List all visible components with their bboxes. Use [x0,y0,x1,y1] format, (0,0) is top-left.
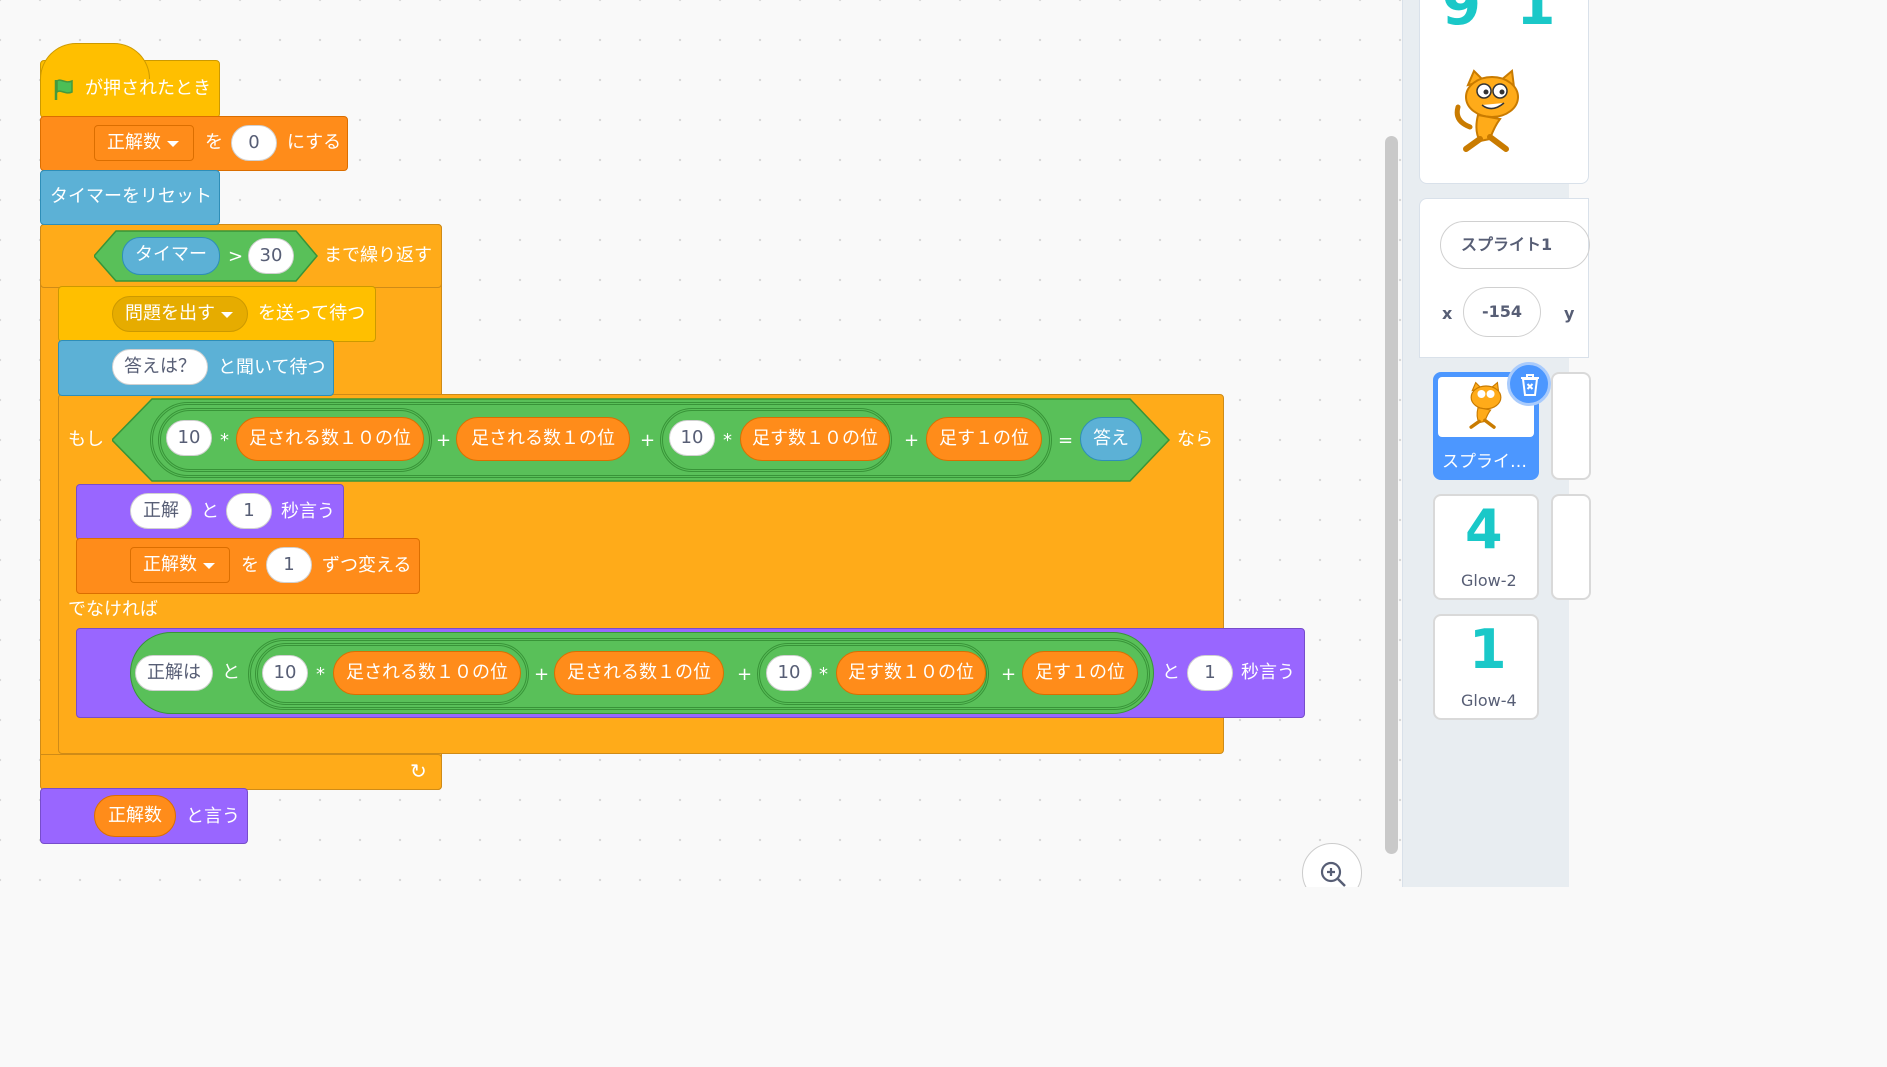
trash-icon [1521,374,1539,396]
x-label: x [1442,304,1453,323]
reset-timer-block[interactable] [40,170,220,225]
multiply-operator: * [220,430,229,451]
reset-timer-label: タイマーをリセット [50,186,212,207]
say-correct-text-input[interactable]: 正解 [130,493,192,529]
else-label: でなければ [68,599,158,620]
say-and-label: と [201,501,219,522]
repeat-loop-arrow-icon: ↻ [410,759,427,783]
addend-tens-reporter[interactable]: 足される数１０の位 [236,417,424,461]
change-variable-dropdown[interactable]: 正解数 [130,547,230,583]
addend-ones-reporter[interactable]: 足される数１の位 [456,417,630,461]
sprite-tile-label: スプライ… [1442,452,1527,472]
sprite-tile-glow-2[interactable]: 4 Glow-2 [1433,494,1539,600]
greater-than-operator: > [228,246,244,267]
augend-tens-reporter[interactable]: 足す数１０の位 [740,417,890,461]
hat-dome [40,43,150,79]
say-correct-block[interactable] [76,484,344,540]
ask-question-input[interactable]: 答えは？ [112,349,208,385]
variable-dropdown[interactable]: 正解数 [94,125,194,161]
glow-4-glyph: 1 [1469,618,1507,681]
if-label: もし [68,429,104,450]
multiply-operator: * [316,664,325,685]
multiply-operator: * [819,664,828,685]
say-suffix-label: 秒言う [281,501,335,522]
sprite-name-field[interactable]: スプライト1 [1440,221,1590,269]
augend-ones-reporter-2[interactable]: 足す１の位 [1022,651,1138,695]
augend-tens-reporter-2[interactable]: 足す数１０の位 [836,651,986,695]
change-by-label: を [241,555,259,576]
join-and-label: と [222,662,240,683]
ask-suffix-label: と聞いて待つ [218,357,326,378]
broadcast-suffix-label: を送って待つ [258,303,366,324]
repeat-until-footer[interactable] [40,754,442,790]
plus-operator: + [436,430,452,451]
delete-sprite-button[interactable] [1507,362,1551,406]
stage-preview[interactable]: 9 1 [1419,0,1589,184]
addend-ones-reporter-2[interactable]: 足される数１の位 [554,651,724,695]
multiplier-input-d[interactable]: 10 [766,655,812,691]
say-wrong-seconds-input[interactable]: 1 [1187,655,1233,691]
plus-operator: + [534,664,550,685]
zoom-in-icon [1320,861,1346,887]
cat-sprite-icon [1454,69,1519,152]
sprite-tile-selected[interactable]: スプライ… [1433,372,1539,480]
multiplier-input-b[interactable]: 10 [669,420,715,456]
glow-2-glyph: 4 [1465,498,1503,561]
sprite-panel: 9 1 スプライト1 x -154 y スプライ… [1402,0,1591,887]
sprite-tile-partial-2[interactable] [1551,494,1591,600]
change-suffix-label: ずつ変える [322,555,412,576]
multiply-operator: * [723,430,732,451]
workspace-scrollbar[interactable] [1385,136,1398,854]
say-final-variable-reporter[interactable]: 正解数 [94,795,176,837]
repeat-limit-input[interactable]: 30 [248,238,294,274]
set-to-label: を [205,132,223,153]
timer-reporter[interactable]: タイマー [122,237,220,275]
x-field[interactable]: -154 [1463,287,1541,337]
equals-operator: = [1058,430,1074,451]
glow-2-label: Glow-2 [1461,571,1517,590]
glow-4-label: Glow-4 [1461,691,1517,710]
broadcast-message-dropdown[interactable]: 問題を出す [112,296,248,332]
say-seconds-input[interactable]: 1 [226,493,272,529]
cat-sprite-thumbnail-icon [1469,381,1502,429]
addend-tens-reporter-2[interactable]: 足される数１０の位 [333,651,521,695]
sprite-tile-next-partial[interactable] [1551,372,1591,480]
set-suffix-label: にする [287,132,342,153]
say-final-suffix-label: と言う [186,806,240,827]
change-value-input[interactable]: 1 [266,547,312,583]
multiplier-input-c[interactable]: 10 [262,655,308,691]
sprite-info-card: スプライト1 x -154 y [1419,198,1590,358]
plus-operator: + [1001,664,1017,685]
plus-operator: + [737,664,753,685]
augend-ones-reporter[interactable]: 足す１の位 [926,417,1042,461]
plus-operator: + [640,430,656,451]
zoom-in-button[interactable] [1302,843,1362,887]
sprite-tile-glow-4[interactable]: 1 Glow-4 [1433,614,1539,720]
y-label: y [1564,304,1575,323]
say-wrong-suffix-label: 秒言う [1241,662,1295,683]
say-wrong-text-input[interactable]: 正解は [135,655,213,691]
then-label: なら [1177,429,1213,450]
code-workspace[interactable]: まで繰り返す ↻ が押されたとき 正解数 を 0 にする タイマーをリセット タ… [0,0,1402,887]
plus-operator: + [904,430,920,451]
answer-reporter[interactable]: 答え [1080,417,1142,461]
green-flag-icon [54,79,73,100]
multiplier-input-a[interactable]: 10 [166,420,212,456]
say-wrong-and-label: と [1162,662,1180,683]
hat-label: が押されたとき [85,78,211,99]
set-value-input[interactable]: 0 [231,125,277,161]
stage-glyphs: 9 1 [1442,0,1564,38]
repeat-until-label: まで繰り返す [324,245,432,266]
